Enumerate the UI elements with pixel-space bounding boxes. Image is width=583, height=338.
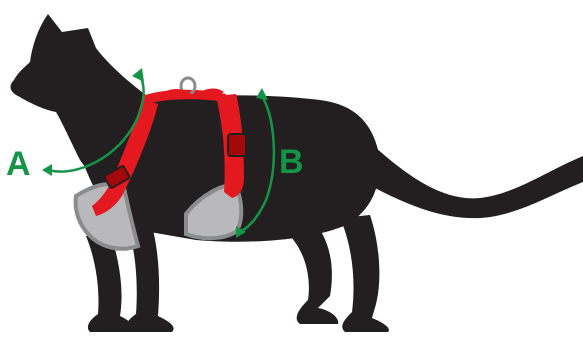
cat-back-leg-far xyxy=(340,215,389,332)
harness-buckle xyxy=(228,134,246,156)
measure-arrowhead-a-top xyxy=(132,68,144,82)
cat-tail xyxy=(360,138,583,218)
measure-arrowhead-b-top xyxy=(256,88,268,100)
measure-arrowhead-a-bottom xyxy=(42,164,52,176)
cat-body xyxy=(121,95,379,242)
measurement-label-b: B xyxy=(279,145,304,179)
measurement-label-a: A xyxy=(6,147,31,181)
